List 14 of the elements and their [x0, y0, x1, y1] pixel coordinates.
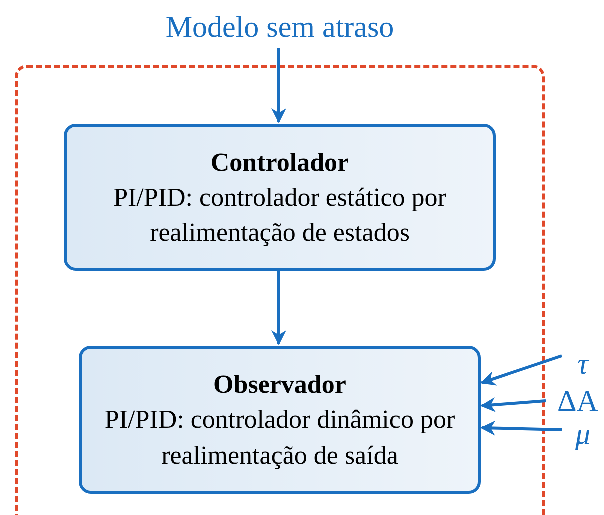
process-box: [79, 346, 481, 494]
arrow: [272, 48, 286, 124]
input-label: Modelo sem atraso: [140, 6, 420, 48]
arrow: [480, 397, 546, 412]
input-symbol: τ: [566, 346, 600, 382]
arrow: [480, 354, 562, 386]
box-heading: Observador: [214, 369, 346, 402]
dashed-region: [15, 65, 545, 515]
arrow: [272, 270, 286, 346]
process-box: [64, 124, 496, 271]
box-heading: Controlador: [210, 146, 350, 179]
box-description: PI/PID: controlador dinâmico por realimentação de saída: [104, 404, 456, 472]
arrow: [480, 420, 562, 436]
box-description: PI/PID: controlador estático por realimentação de estados: [112, 182, 448, 250]
